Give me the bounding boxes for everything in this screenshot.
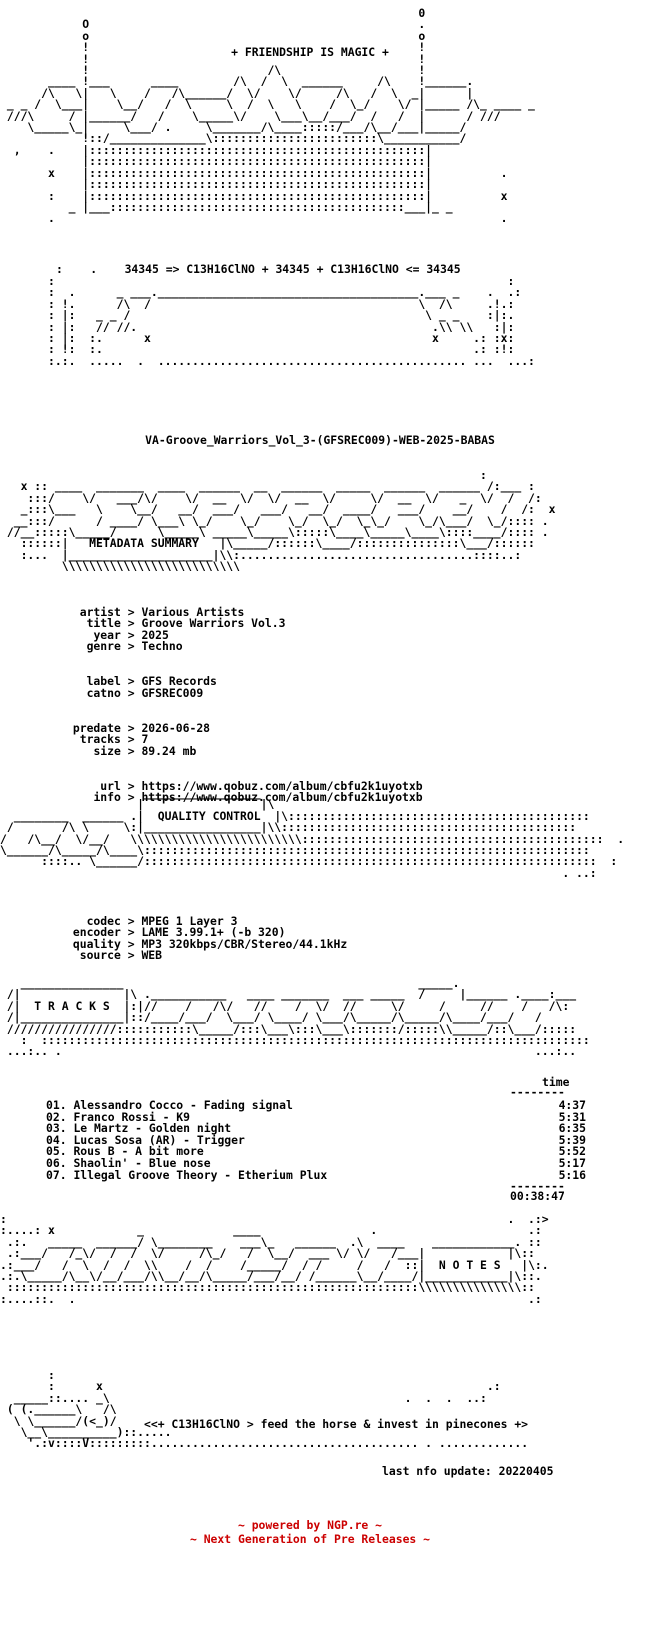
source-row: source > WEB	[79, 948, 163, 963]
track-title: Alessandro Cocco - Fading signal	[73, 1098, 293, 1112]
track-time: 5:52	[558, 1144, 586, 1159]
track-row: 06. Shaolin' - Blue nose 5:17	[46, 1157, 586, 1169]
track-number: 01.	[46, 1098, 67, 1112]
track-row: 05. Rous B - A bit more 5:52	[46, 1145, 586, 1157]
track-row: 02. Franco Rossi - K9 5:31	[46, 1111, 586, 1123]
track-title: Le Martz - Golden night	[73, 1121, 232, 1136]
codec-row: codec > MPEG 1 Layer 3	[86, 913, 238, 928]
track-number: 02.	[46, 1109, 67, 1124]
track-title: Lucas Sosa (AR) - Trigger	[73, 1132, 245, 1147]
quality-summary: codec > MPEG 1 Layer 3 encoder > LAME 3.…	[66, 904, 347, 974]
genre-row: genre > Techno	[86, 639, 183, 654]
track-row: 03. Le Martz - Golden night 6:35	[46, 1122, 586, 1134]
size-row: size > 89.24 mb	[93, 743, 197, 758]
track-number: 05.	[46, 1144, 67, 1159]
year-row: year > 2025	[93, 627, 169, 642]
formula-line: : . 34345 => C13H16ClNO + 34345 + C13H16…	[56, 262, 461, 276]
ngp-tagline: ~ Next Generation of Pre Releases ~	[189, 1532, 431, 1546]
track-title: Rous B - A bit more	[73, 1144, 204, 1159]
time-header-rule: --------	[510, 1085, 565, 1099]
track-title: Franco Rossi - K9	[73, 1109, 191, 1124]
total-rule: --------	[510, 1179, 565, 1193]
info-row: info > https://www.qobuz.com/album/cbfu2…	[93, 790, 423, 805]
track-time: 4:37	[558, 1098, 586, 1112]
header-ascii-art: 0 O . o o ! !	[6, 6, 535, 226]
track-title: Shaolin' - Blue nose	[73, 1156, 211, 1170]
tagline: + FRIENDSHIP IS MAGIC +	[231, 45, 389, 59]
encoder-row: encoder > LAME 3.99.1+ (-b 320)	[72, 925, 286, 940]
track-time: 5:31	[558, 1109, 586, 1124]
metadata-header-art: : x :: ____ _______ ____ ______ __ _____…	[6, 468, 556, 574]
tracks-row: tracks > 7	[79, 732, 149, 747]
track-row: 01. Alessandro Cocco - Fading signal 4:37	[46, 1099, 586, 1111]
track-number: 06.	[46, 1156, 67, 1170]
time-header: time	[542, 1075, 570, 1089]
track-time: 5:39	[558, 1132, 586, 1147]
quality-header-art: _________________ | |\ ________ ______ .…	[0, 786, 625, 880]
url-link[interactable]: https://www.qobuz.com/album/cbfu2k1uyotx…	[141, 778, 423, 793]
url-row: url > https://www.qobuz.com/album/cbfu2k…	[100, 778, 423, 793]
track-time: 5:16	[558, 1167, 586, 1182]
metadata-summary: artist > Various Artists title > Groove …	[66, 595, 423, 815]
tracks-header-art: _______________ _____. /| |\ .__________…	[6, 976, 590, 1059]
catno-row: catno > GFSREC009	[86, 685, 204, 700]
quality-row: quality > MP3 320kbps/CBR/Stereo/44.1kHz	[72, 936, 348, 951]
powered-by: ~ powered by NGP.re ~	[237, 1518, 382, 1532]
track-time: 6:35	[558, 1121, 586, 1136]
release-name: VA-Groove_Warriors_Vol_3-(GFSREC009)-WEB…	[145, 433, 495, 447]
track-number: 03.	[46, 1121, 67, 1136]
track-row: 07. Illegal Groove Theory - Etherium Plu…	[46, 1169, 586, 1181]
motto: <<+ C13H16ClNO > feed the horse & invest…	[144, 1417, 529, 1431]
artist-row: artist > Various Artists	[79, 604, 245, 619]
total-time: 00:38:47	[510, 1189, 565, 1203]
last-update: last nfo update: 20220405	[382, 1464, 554, 1478]
track-row: 04. Lucas Sosa (AR) - Trigger 5:39	[46, 1134, 586, 1146]
info-link[interactable]: https://www.qobuz.com/album/cbfu2k1uyotx…	[141, 790, 423, 805]
track-title: Illegal Groove Theory - Etherium Plux	[73, 1167, 328, 1182]
track-time: 5:17	[558, 1156, 586, 1170]
predate-row: predate > 2026-06-28	[72, 720, 211, 735]
label-row: label > GFS Records	[86, 674, 217, 689]
title-row: title > Groove Warriors Vol.3	[86, 616, 286, 631]
notes-header-art: : . .:> :....: x _ ____ . .: .:. _____ _…	[0, 1212, 549, 1306]
header-base-art: : : : . _ ___.__________________________…	[48, 274, 535, 368]
footer-art: : : x .: _____::.... _\ . . . ..: ( (.__…	[6, 1368, 529, 1451]
track-number: 04.	[46, 1132, 67, 1147]
track-number: 07.	[46, 1167, 67, 1182]
